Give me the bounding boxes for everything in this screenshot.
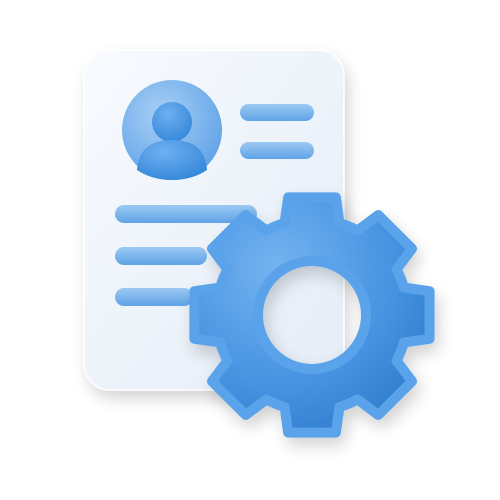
- text-line-header-2: [240, 142, 314, 159]
- avatar-icon: [122, 80, 222, 180]
- gear-shape: [189, 192, 435, 438]
- document-icon: [83, 49, 345, 391]
- text-line-header-1: [240, 104, 314, 121]
- avatar-body: [137, 140, 207, 180]
- avatar-head: [152, 102, 192, 142]
- text-line-body-2: [115, 247, 207, 265]
- text-line-body-3: [115, 288, 193, 306]
- gear-icon: [189, 192, 435, 438]
- text-line-body-1: [115, 205, 257, 223]
